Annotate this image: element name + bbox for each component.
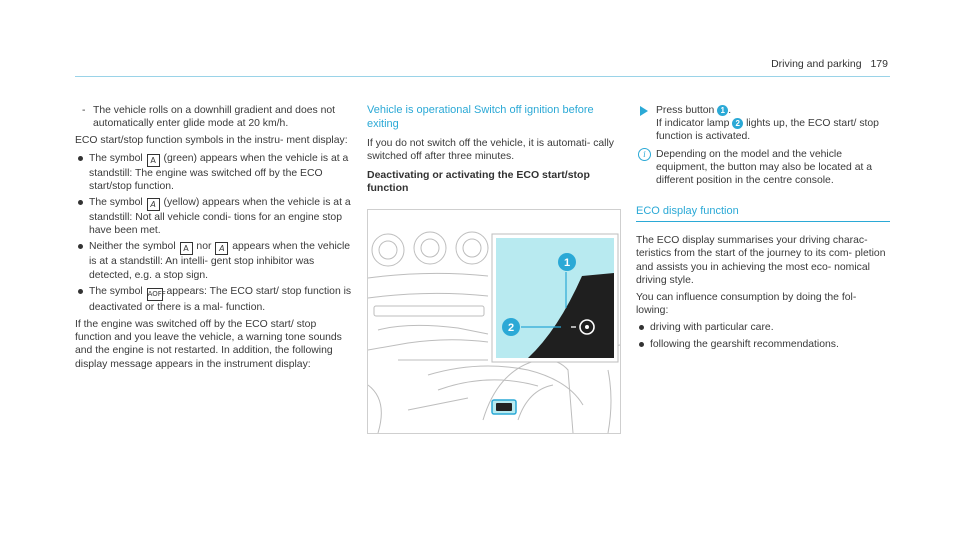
bullet-dot <box>78 155 83 161</box>
eco-body-2: You can influence consumption by doing t… <box>636 292 857 317</box>
note-text: Depending on the model and the vehicle e… <box>656 148 873 187</box>
eco-list: driving with particular care. following … <box>636 321 890 350</box>
step-post: . <box>728 105 732 116</box>
dash-item-text: The vehicle rolls on a downhill gradient… <box>93 105 336 130</box>
list-item: The symbol AOFF appears: The ECO start/ … <box>75 285 355 314</box>
display-message-title: Vehicle is operational Switch off igniti… <box>367 104 594 130</box>
left-column: - The vehicle rolls on a downhill gradie… <box>75 104 355 375</box>
middle-column: Vehicle is operational Switch off igniti… <box>367 104 621 435</box>
eco-body: The ECO display summarises your driving … <box>636 235 886 286</box>
bullet-post: appears: The ECO start/ stop function is… <box>89 285 352 313</box>
callout-ref-1: 1 <box>717 105 729 116</box>
bullet-post: appears when the vehicle is at a standst… <box>89 241 351 281</box>
step-pre: Press button <box>656 105 715 116</box>
eco-bullet: driving with particular care. <box>650 322 774 334</box>
bullet-post: (green) appears when the vehicle is at a… <box>89 152 349 192</box>
running-header: Driving and parking 179 <box>771 58 888 71</box>
bullet-dot <box>639 341 644 347</box>
list-item: The symbol A (yellow) appears when the v… <box>75 196 355 237</box>
header-rule <box>75 76 890 77</box>
bullet-dot <box>78 288 83 294</box>
display-message-body: If you do not switch off the vehicle, it… <box>367 138 614 163</box>
dash-marker: - <box>82 105 86 116</box>
bullet-dot <box>639 325 644 331</box>
dash-list-item: - The vehicle rolls on a downhill gradie… <box>75 104 355 130</box>
right-column: Press button 1. If indicator lamp 2 ligh… <box>636 104 890 355</box>
step-line2-pre: If indicator lamp <box>656 118 730 130</box>
eco-display-heading: ECO display function <box>636 205 890 223</box>
eco-start-stop-icon: A <box>146 198 160 212</box>
centre-console-figure: 1 2 <box>367 209 621 435</box>
section-name: Driving and parking <box>771 58 862 70</box>
page-number: 179 <box>870 58 888 70</box>
bullet-pre: Neither the symbol <box>89 241 176 253</box>
list-item: driving with particular care. <box>636 321 890 334</box>
callout-ref-2: 2 <box>732 118 744 130</box>
centre-console-illustration: 1 2 <box>368 231 620 434</box>
callout-1: 1 <box>564 257 570 269</box>
eco-start-stop-icon: A <box>179 242 193 256</box>
eco-off-icon: AOFF <box>146 287 166 301</box>
list-item: following the gearshift recommendations. <box>636 338 890 351</box>
bullet-dot <box>78 200 83 206</box>
bullet-post: (yellow) appears when the vehicle is at … <box>89 197 351 237</box>
symbols-intro: ECO start/stop function symbols in the i… <box>75 135 348 147</box>
list-item: The symbol A (green) appears when the ve… <box>75 152 355 193</box>
eco-bullet: following the gearshift recommendations. <box>650 338 839 350</box>
bullet-pre: The symbol <box>89 197 143 209</box>
step-line2-post: lights up, the ECO start/ stop function … <box>656 118 879 143</box>
procedure-heading: Deactivating or activating the ECO start… <box>367 169 590 195</box>
eco-start-stop-icon: A <box>215 242 229 256</box>
bullet-dot <box>78 244 83 250</box>
eco-start-stop-icon: A <box>146 153 160 167</box>
bullet-pre: The symbol <box>89 152 143 164</box>
instruction-step: Press button 1. If indicator lamp 2 ligh… <box>636 104 890 144</box>
info-icon: i <box>638 147 651 161</box>
bullet-pre: The symbol <box>89 285 143 297</box>
symbol-list: The symbol A (green) appears when the ve… <box>75 152 355 314</box>
step-arrow-icon <box>640 106 648 116</box>
info-note: i Depending on the model and the vehicle… <box>636 147 890 188</box>
warning-paragraph: If the engine was switched off by the EC… <box>75 319 342 370</box>
bullet-mid: nor <box>196 241 212 253</box>
list-item: Neither the symbol A nor A appears when … <box>75 240 355 281</box>
callout-2: 2 <box>508 322 514 334</box>
